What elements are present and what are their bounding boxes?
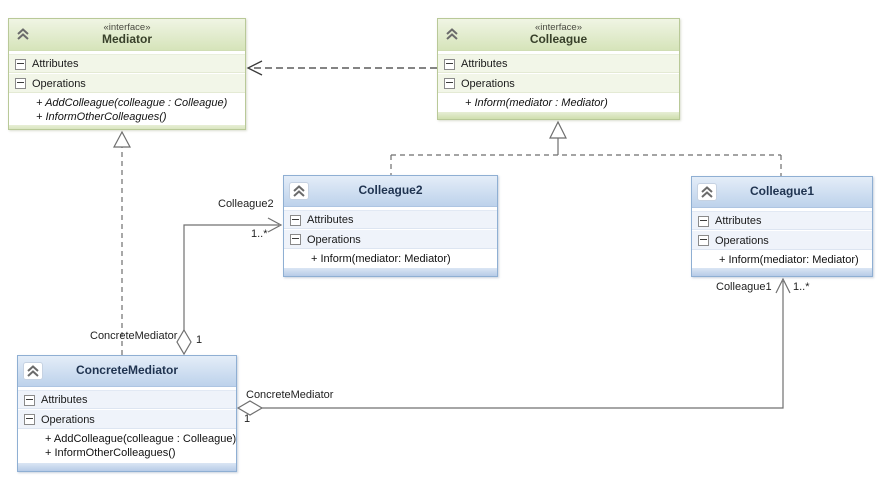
- class-box-colleague2[interactable]: Colleague2 Attributes Operations + Infor…: [283, 175, 498, 277]
- double-chevron-up-icon[interactable]: [697, 183, 717, 201]
- class-name: Colleague1: [749, 184, 815, 199]
- operations-label: Operations: [41, 413, 95, 426]
- dependency-colleague-to-mediator[interactable]: [246, 60, 437, 76]
- attributes-compartment[interactable]: Attributes: [692, 211, 872, 231]
- minus-box-icon[interactable]: [290, 234, 301, 245]
- association-role-label[interactable]: Colleague1: [716, 281, 772, 293]
- double-chevron-up-icon[interactable]: [289, 182, 309, 200]
- minus-box-icon[interactable]: [15, 58, 26, 70]
- attributes-label: Attributes: [461, 58, 508, 70]
- operation-item[interactable]: + InformOtherColleagues(): [36, 111, 167, 123]
- operations-compartment[interactable]: Operations: [692, 231, 872, 251]
- association-source-label[interactable]: ConcreteMediator: [246, 389, 334, 401]
- class-name: ConcreteMediator: [75, 363, 179, 378]
- association-multiplicity-label[interactable]: 1..*: [793, 281, 810, 293]
- realization-colleagues-to-colleague[interactable]: [390, 120, 782, 176]
- aggregation-concretemediator-colleague1[interactable]: [236, 277, 791, 416]
- stereotype-label: «interface»: [534, 21, 582, 33]
- operations-label: Operations: [32, 77, 86, 90]
- class-box-concretemediator[interactable]: ConcreteMediator Attributes Operations +…: [17, 355, 237, 472]
- operations-compartment[interactable]: Operations: [18, 410, 236, 430]
- class-header: Colleague1: [692, 177, 872, 208]
- operations-label: Operations: [307, 233, 361, 246]
- attributes-label: Attributes: [307, 214, 354, 226]
- association-source-label[interactable]: ConcreteMediator: [90, 330, 178, 342]
- class-header: ConcreteMediator: [18, 356, 236, 387]
- minus-box-icon[interactable]: [24, 394, 35, 406]
- double-chevron-up-icon[interactable]: [443, 27, 461, 43]
- operation-item[interactable]: + Inform(mediator: Mediator): [719, 254, 859, 266]
- operations-list: + AddColleague(colleague : Colleague) + …: [9, 94, 245, 124]
- aggregation-concretemediator-colleague2[interactable]: [176, 217, 283, 356]
- stereotype-label: «interface»: [103, 21, 151, 33]
- minus-box-icon[interactable]: [444, 78, 455, 89]
- box-footer: [284, 267, 497, 276]
- class-box-mediator[interactable]: «interface» Mediator Attributes Operatio…: [8, 18, 246, 130]
- class-box-colleague[interactable]: «interface» Colleague Attributes Operati…: [437, 18, 680, 120]
- operations-compartment[interactable]: Operations: [284, 230, 497, 250]
- association-source-multiplicity-label[interactable]: 1: [244, 413, 251, 425]
- association-source-multiplicity-label[interactable]: 1: [196, 334, 203, 346]
- attributes-compartment[interactable]: Attributes: [18, 390, 236, 410]
- operations-label: Operations: [461, 77, 515, 90]
- operations-compartment[interactable]: Operations: [9, 74, 245, 94]
- minus-box-icon[interactable]: [444, 58, 455, 70]
- box-footer: [692, 267, 872, 276]
- double-chevron-up-icon[interactable]: [14, 27, 32, 43]
- operations-list: + Inform(mediator : Mediator): [438, 94, 679, 111]
- box-footer: [9, 124, 245, 129]
- operation-item[interactable]: + AddColleague(colleague : Colleague): [36, 97, 228, 109]
- class-header: Colleague2: [284, 176, 497, 207]
- association-multiplicity-label[interactable]: 1..*: [251, 228, 268, 240]
- minus-box-icon[interactable]: [698, 215, 709, 227]
- operations-list: + Inform(mediator: Mediator): [284, 250, 497, 267]
- class-name: Mediator: [101, 32, 152, 47]
- class-box-colleague1[interactable]: Colleague1 Attributes Operations + Infor…: [691, 176, 873, 277]
- attributes-compartment[interactable]: Attributes: [9, 54, 245, 74]
- operations-list: + Inform(mediator: Mediator): [692, 251, 872, 267]
- class-name: Colleague2: [358, 183, 423, 198]
- realization-concretemediator-to-mediator[interactable]: [113, 130, 131, 355]
- operation-item[interactable]: + InformOtherColleagues(): [45, 447, 176, 459]
- attributes-compartment[interactable]: Attributes: [284, 210, 497, 230]
- attributes-label: Attributes: [715, 215, 762, 227]
- attributes-compartment[interactable]: Attributes: [438, 54, 679, 74]
- box-footer: [18, 462, 236, 471]
- attributes-label: Attributes: [32, 58, 79, 70]
- class-header: «interface» Mediator: [9, 19, 245, 51]
- operations-list: + AddColleague(colleague : Colleague) + …: [18, 430, 236, 462]
- minus-box-icon[interactable]: [290, 214, 301, 226]
- minus-box-icon[interactable]: [15, 78, 26, 89]
- association-role-label[interactable]: Colleague2: [218, 198, 274, 210]
- attributes-label: Attributes: [41, 394, 88, 406]
- double-chevron-up-icon[interactable]: [23, 362, 43, 380]
- operations-label: Operations: [715, 234, 769, 247]
- operation-item[interactable]: + Inform(mediator: Mediator): [311, 253, 451, 265]
- minus-box-icon[interactable]: [24, 414, 35, 425]
- minus-box-icon[interactable]: [698, 235, 709, 246]
- operation-item[interactable]: + Inform(mediator : Mediator): [465, 97, 608, 109]
- class-name: Colleague: [529, 32, 588, 47]
- box-footer: [438, 111, 679, 119]
- class-header: «interface» Colleague: [438, 19, 679, 51]
- operation-item[interactable]: + AddColleague(colleague : Colleague): [45, 433, 237, 445]
- operations-compartment[interactable]: Operations: [438, 74, 679, 94]
